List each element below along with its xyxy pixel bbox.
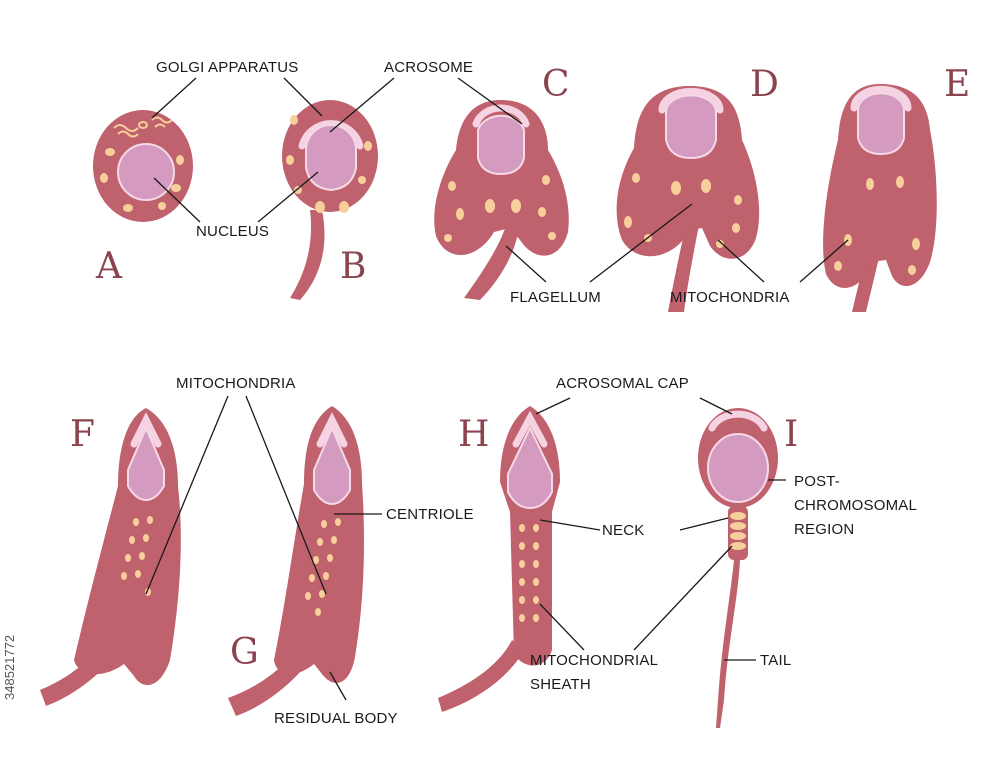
label-centriole: CENTRIOLE (386, 506, 474, 523)
mitochondria-d (624, 173, 742, 248)
stage-letter-h: H (458, 414, 489, 455)
stage-letter-i: I (784, 414, 798, 455)
cell-stage-b (282, 100, 378, 300)
label-neck: NECK (602, 522, 644, 539)
stage-letter-e: E (944, 64, 970, 105)
cell-stage-a (93, 110, 193, 222)
label-mitochondrial-sheath-line2: SHEATH (530, 676, 591, 693)
cell-stage-h (438, 406, 560, 712)
label-mitochondria-bottom: MITOCHONDRIA (176, 375, 296, 392)
label-post-chromosomal-line2: CHROMOSOMAL (794, 497, 917, 514)
stage-letter-g: G (230, 632, 259, 673)
stage-letters: A B C D E F G H I (70, 64, 970, 673)
cell-stage-f (40, 408, 181, 706)
mitochondria-g (305, 518, 341, 616)
label-acrosomal-cap: ACROSOMAL CAP (556, 375, 689, 392)
cell-stage-e (823, 84, 937, 312)
stage-letter-c: C (542, 64, 570, 105)
mitochondria-a (100, 148, 184, 212)
mitochondrial-sheath-h (519, 524, 539, 622)
cell-stage-g (228, 406, 364, 716)
label-acrosome: ACROSOME (384, 59, 473, 76)
label-tail: TAIL (760, 652, 791, 669)
labels: GOLGI APPARATUS ACROSOME NUCLEUS FLAGELL… (156, 59, 917, 727)
watermark-id: 348521772 (2, 635, 17, 700)
stage-letter-b: B (340, 246, 366, 287)
mitochondria-c (444, 175, 556, 242)
stage-letter-f: F (70, 414, 95, 455)
cell-stage-d (616, 86, 760, 312)
label-golgi-apparatus: GOLGI APPARATUS (156, 59, 298, 76)
label-flagellum: FLAGELLUM (510, 289, 601, 306)
stage-letter-a: A (95, 246, 123, 287)
neck-mitochondria-i (730, 512, 746, 550)
cell-stage-i (698, 408, 778, 728)
cell-stage-c (434, 100, 569, 300)
mitochondria-f (121, 516, 153, 596)
mitochondria-b (286, 115, 372, 213)
golgi-apparatus-a (113, 116, 173, 138)
label-mitochondrial-sheath-line1: MITOCHONDRIAL (530, 652, 658, 669)
stage-letter-d: D (750, 64, 779, 105)
label-residual-body: RESIDUAL BODY (274, 710, 398, 727)
label-nucleus: NUCLEUS (196, 223, 269, 240)
label-post-chromosomal-line3: REGION (794, 521, 854, 538)
label-mitochondria-top: MITOCHONDRIA (670, 289, 790, 306)
leader-lines (145, 77, 849, 701)
label-post-chromosomal-line1: POST- (794, 473, 840, 490)
